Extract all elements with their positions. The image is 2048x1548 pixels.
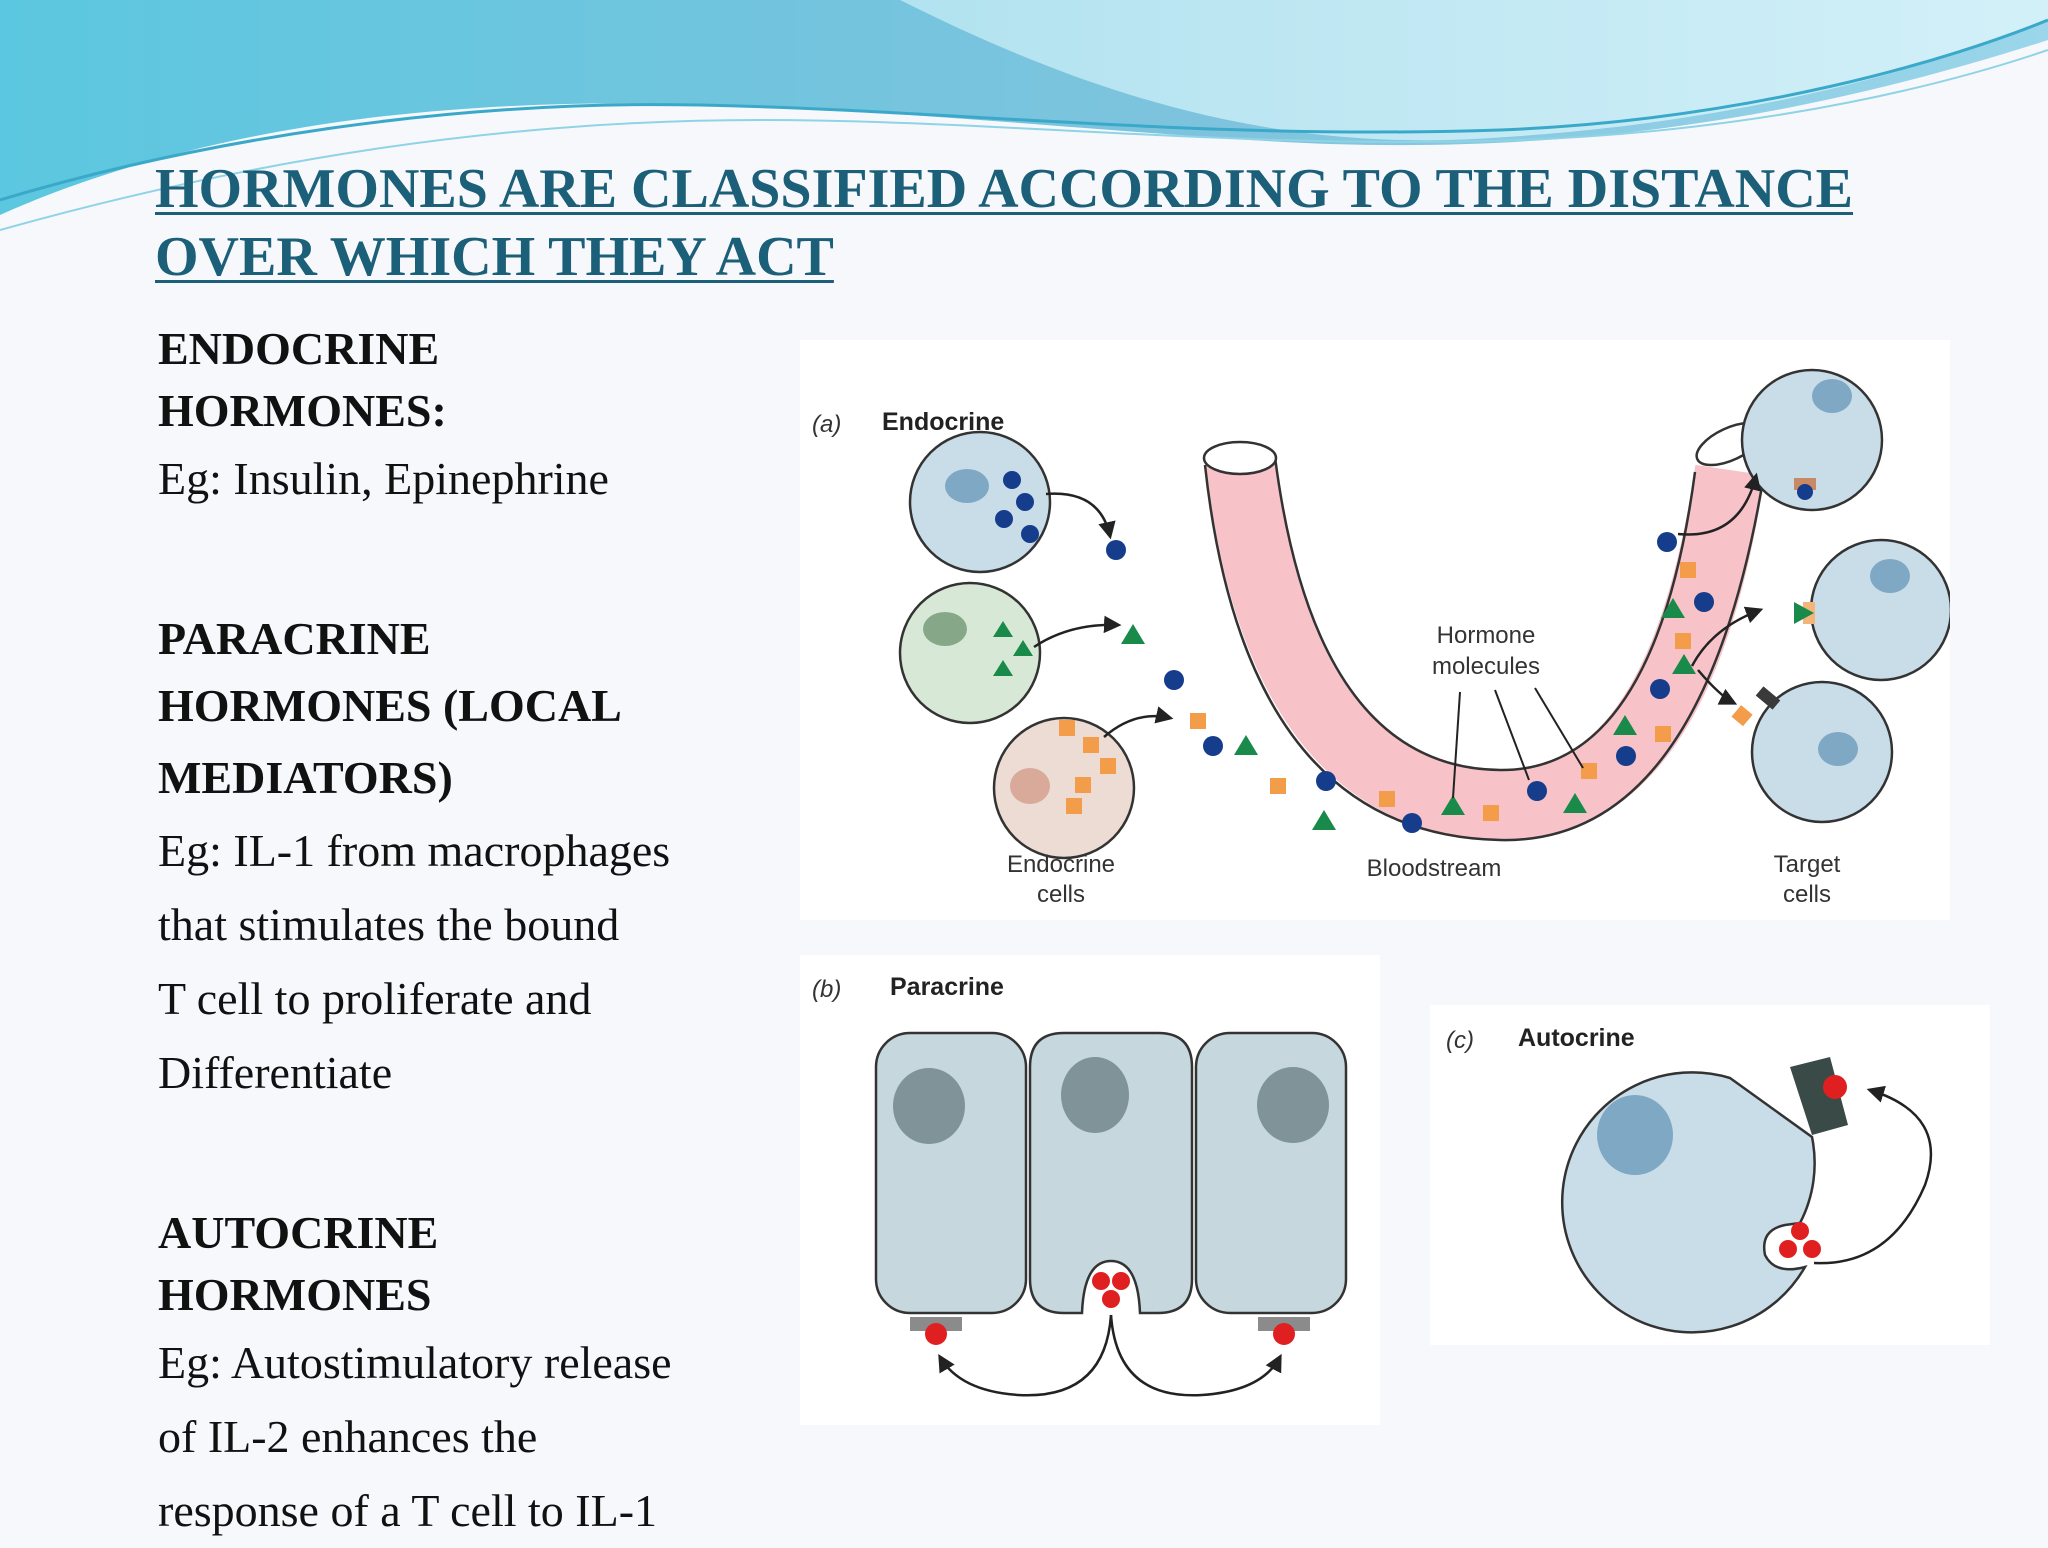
autocrine-diagram: (c) Autocrine <box>1430 1005 1990 1345</box>
target-arrow <box>1690 606 1764 667</box>
endocrine-cell-tan <box>992 716 1136 860</box>
paracrine-arrow-left <box>938 1314 1113 1397</box>
paracrine-cell-left <box>874 1031 1028 1315</box>
label-endocrine-cells-line1: Endocrine <box>1007 851 1115 878</box>
paracrine-heading-line1: PARACRINE <box>158 613 431 664</box>
label-hormone-molecules-line2: molecules <box>1432 653 1540 680</box>
release-arrow <box>1045 492 1116 540</box>
panel-a-letter: (a) <box>812 411 841 438</box>
bloodstream-vessel <box>1205 455 1765 841</box>
paracrine-heading-line2: HORMONES (LOCAL <box>158 680 622 731</box>
paracrine-example-line: Eg: IL-1 from macrophages <box>158 825 671 876</box>
label-bloodstream: Bloodstream <box>1367 855 1502 882</box>
paracrine-example-line: T cell to proliferate and <box>158 973 592 1024</box>
hormone-molecule <box>1823 1075 1847 1099</box>
target-cell-top <box>1740 368 1884 512</box>
header-wave-decoration <box>0 0 2048 231</box>
endocrine-heading-line2: HORMONES: <box>158 385 447 436</box>
pointer-line <box>1452 691 1461 799</box>
autocrine-example-line: Eg: Autostimulatory release <box>158 1337 672 1388</box>
nucleus <box>1597 1095 1673 1175</box>
panel-c-letter: (c) <box>1446 1027 1474 1054</box>
panel-b-letter: (b) <box>812 976 841 1003</box>
bloodstream-outer-wall <box>1203 464 1767 842</box>
autocrine-example-line: of IL-2 enhances the <box>158 1411 538 1462</box>
panel-b-title: Paracrine <box>890 973 1004 1001</box>
endocrine-example: Eg: Insulin, Epinephrine <box>158 453 609 504</box>
nucleus <box>1061 1057 1129 1133</box>
paracrine-heading-line3: MEDIATORS) <box>158 752 453 803</box>
secretory-vesicle <box>1779 1222 1821 1258</box>
release-arrow <box>1033 615 1122 649</box>
autocrine-arrow <box>1813 1085 1933 1265</box>
target-cell-bottom <box>1731 680 1894 824</box>
endocrine-cell-green <box>898 581 1042 725</box>
endocrine-diagram: (a) Endocrine <box>800 340 1950 920</box>
nucleus <box>1257 1067 1329 1143</box>
label-target-cells-line2: cells <box>1783 881 1831 908</box>
label-target-cells-line1: Target <box>1774 851 1841 878</box>
slide-title: HORMONES ARE CLASSIFIED ACCORDING TO THE… <box>155 158 1854 288</box>
autocrine-heading-line1: AUTOCRINE <box>158 1207 439 1258</box>
pointer-line <box>1534 687 1584 769</box>
target-arrow <box>1677 472 1762 536</box>
nucleus <box>893 1068 965 1144</box>
label-hormone-molecules-line1: Hormone <box>1437 622 1536 649</box>
paracrine-diagram: (b) Paracrine <box>800 955 1380 1425</box>
vessel-opening-left <box>1202 440 1278 476</box>
hormone-classification-text: ENDOCRINE HORMONES: Eg: Insulin, Epineph… <box>158 318 778 1548</box>
release-arrow <box>1103 706 1174 738</box>
endocrine-heading-line1: ENDOCRINE <box>158 323 440 374</box>
bloodstream-inner-wall <box>1273 456 1697 772</box>
hormone-molecules <box>1106 532 1714 833</box>
hormone-molecule <box>1273 1323 1295 1345</box>
panel-c-title: Autocrine <box>1518 1024 1635 1052</box>
target-arrow <box>1697 669 1738 705</box>
paracrine-example-line: that stimulates the bound <box>158 899 620 950</box>
autocrine-heading-line2: HORMONES <box>158 1269 432 1320</box>
secretory-vesicle <box>1092 1272 1130 1308</box>
pointer-line <box>1494 689 1530 781</box>
hormone-molecule <box>925 1323 947 1345</box>
paracrine-arrow-right <box>1109 1314 1282 1397</box>
autocrine-example-line: response of a T cell to IL-1 <box>158 1485 658 1536</box>
endocrine-cell-blue <box>908 430 1052 574</box>
autocrine-cell <box>1560 1071 1816 1334</box>
label-endocrine-cells-line2: cells <box>1037 881 1085 908</box>
target-cell-middle <box>1794 538 1950 682</box>
paracrine-example-line: Differentiate <box>158 1047 393 1098</box>
